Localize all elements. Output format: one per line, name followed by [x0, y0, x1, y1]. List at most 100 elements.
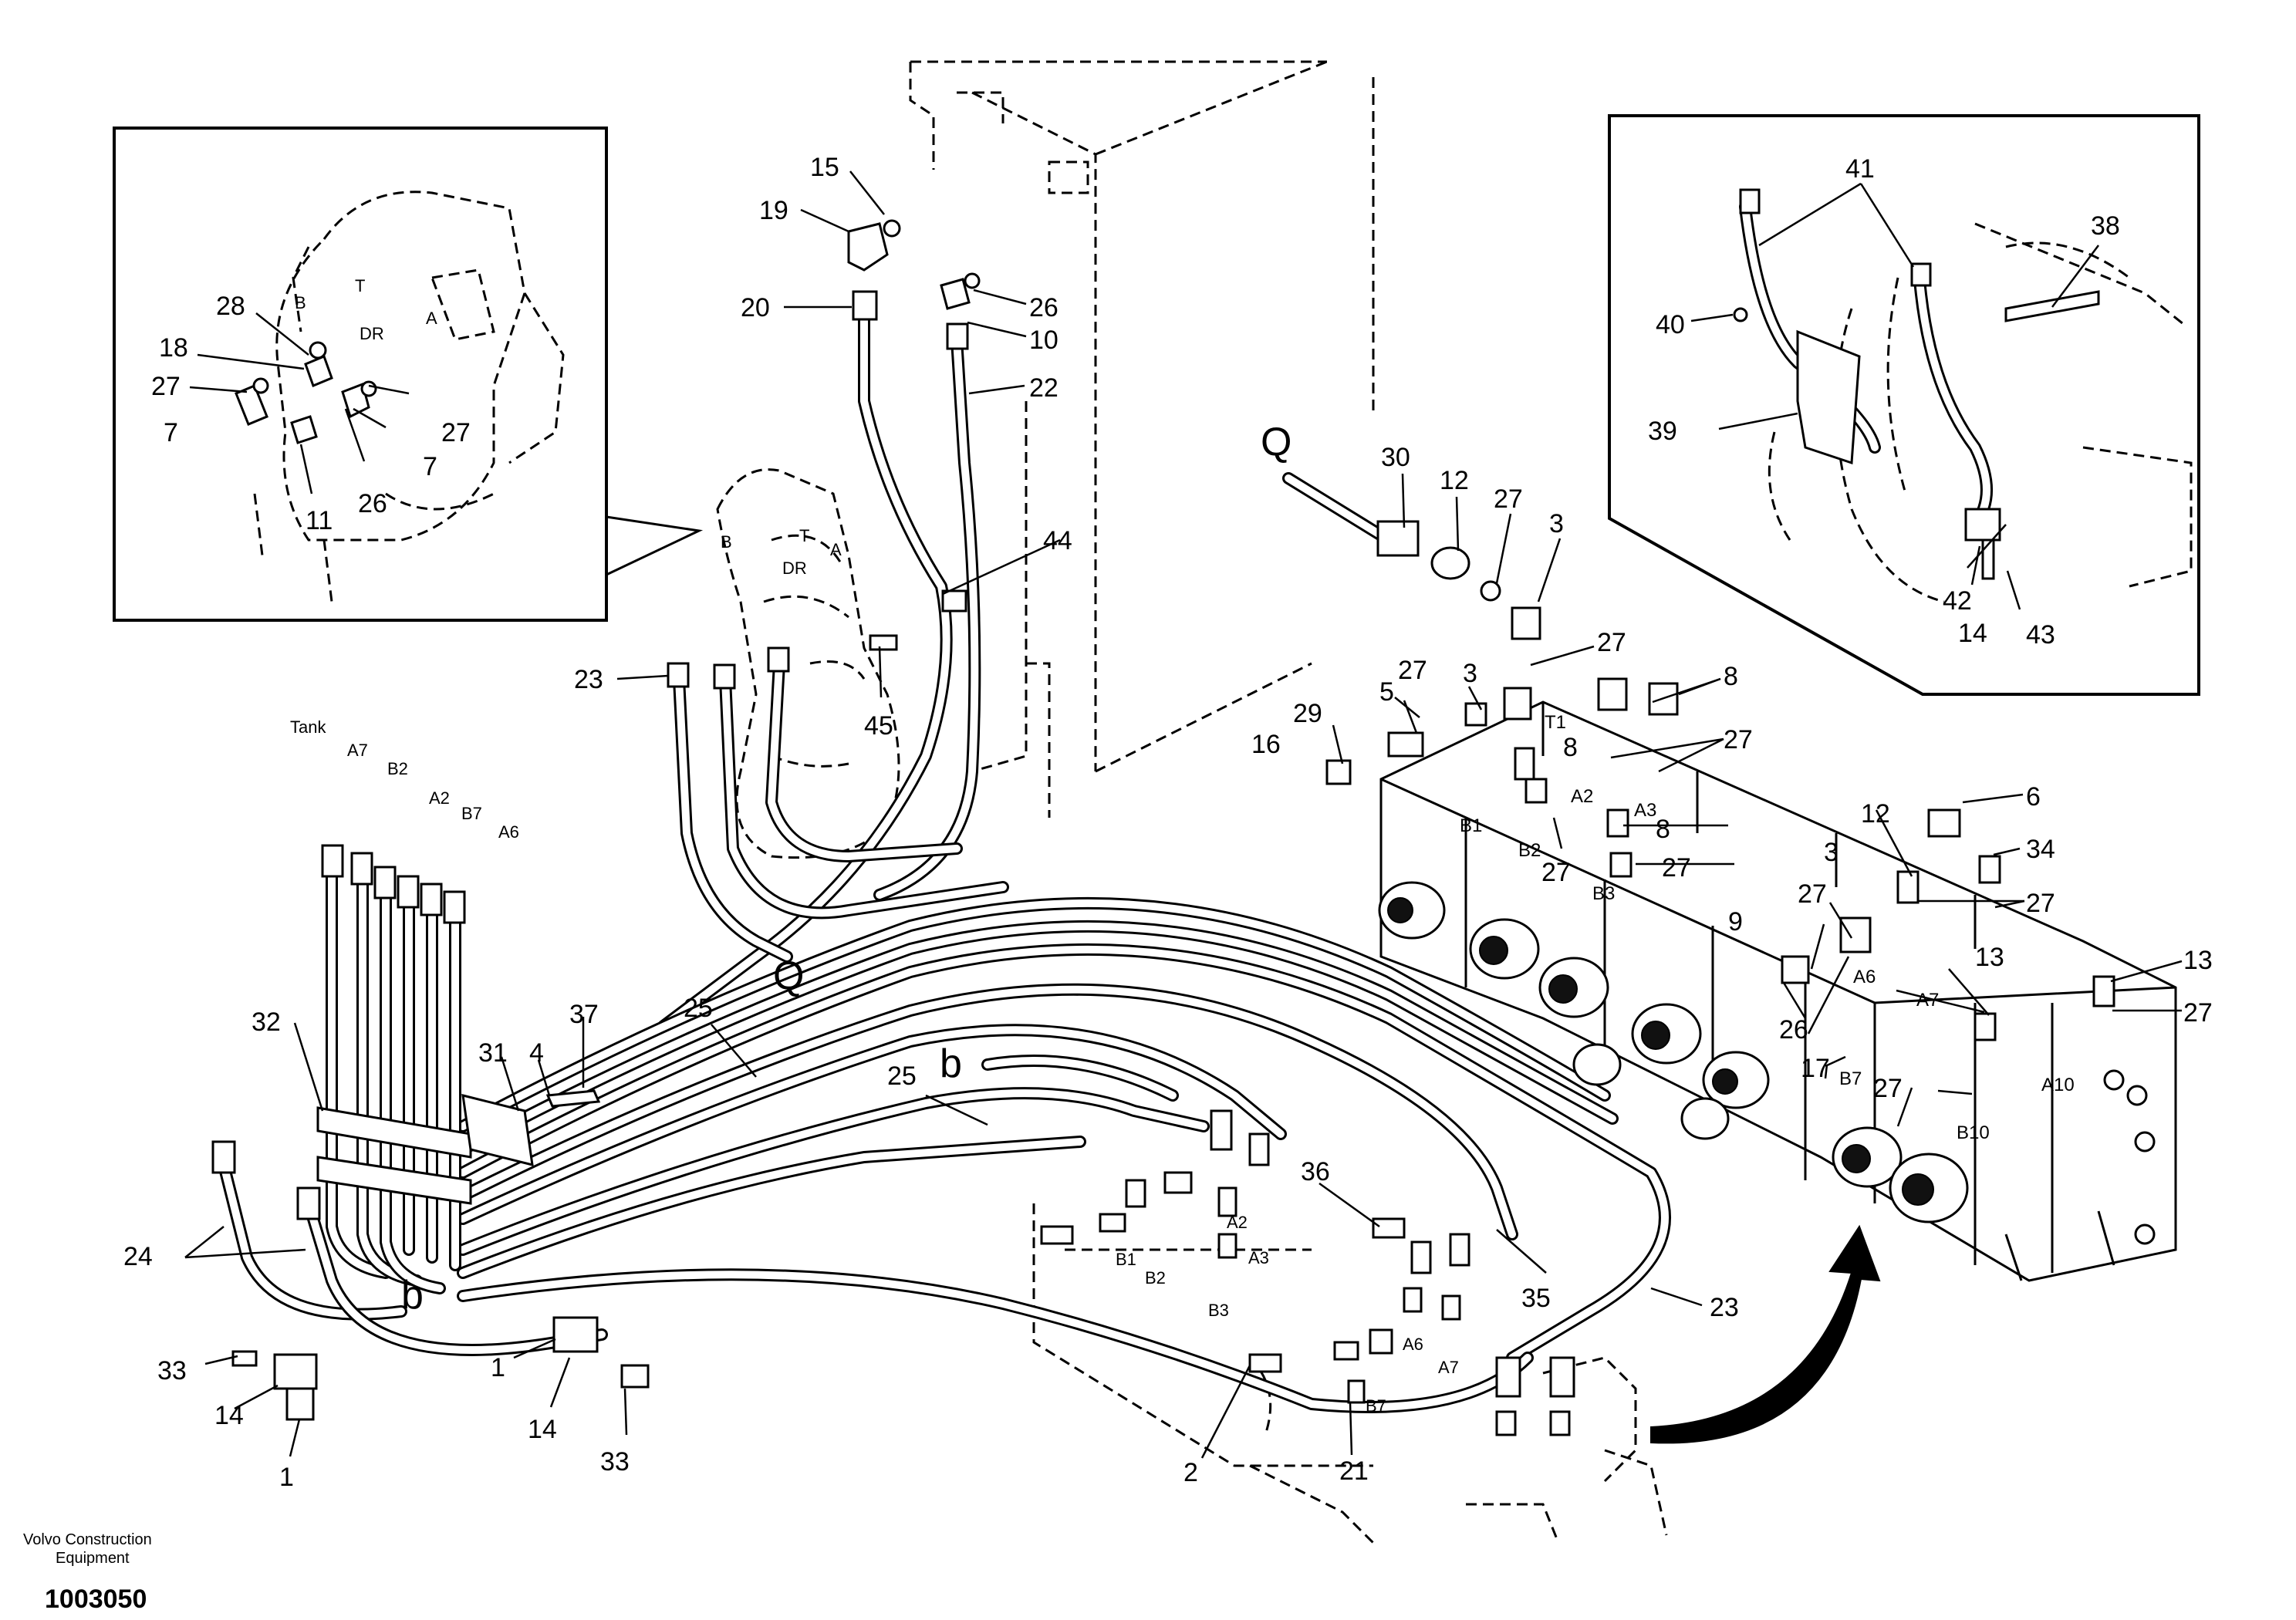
connection-q-label: Q: [1261, 420, 1292, 464]
part-callout: 45: [864, 711, 893, 741]
footer: Volvo Construction Equipment 1003050: [23, 1531, 152, 1614]
part-callout: 34: [2026, 835, 2055, 864]
part-callout: 8: [1724, 662, 1738, 691]
part-callout: 27: [151, 372, 181, 401]
part-callout: 14: [1958, 619, 1987, 648]
port-label: T1: [1545, 712, 1566, 733]
part-callout: 24: [123, 1242, 153, 1271]
part-callout: 21: [1339, 1456, 1369, 1486]
part-callout: 22: [1029, 373, 1059, 403]
part-callout: 3: [1463, 659, 1477, 688]
part-callout: 32: [252, 1007, 281, 1037]
part-callout: 13: [2183, 946, 2213, 975]
part-callout: 10: [1029, 326, 1059, 355]
part-callout: 43: [2026, 620, 2055, 650]
part-callout: 41: [1845, 154, 1875, 184]
part-callout: 40: [1656, 310, 1685, 339]
part-callout: 27: [1798, 879, 1827, 909]
motor-port-detail-inset: [113, 127, 704, 622]
part-callout: 12: [1440, 466, 1469, 495]
brand-line-2: Equipment: [56, 1550, 130, 1567]
part-callout: 4: [529, 1038, 544, 1068]
part-callout: 27: [441, 418, 471, 447]
part-callout: 26: [358, 489, 387, 518]
part-callout: 3: [1824, 838, 1838, 867]
part-callouts: 15 19 20 26 10 22 44 23 45 28 18 27 7 27…: [123, 153, 2213, 1492]
part-callout: 14: [214, 1401, 244, 1430]
hose-fittings: [211, 219, 1575, 1436]
port-label: B7: [1839, 1068, 1862, 1089]
port-label: B10: [1957, 1122, 1990, 1143]
rotation-arrow: [1650, 1224, 1881, 1444]
part-callout: 27: [1873, 1074, 1903, 1103]
port-label: A7: [1916, 990, 1939, 1011]
part-callout: 27: [1541, 858, 1571, 887]
port-label: B1: [1116, 1250, 1136, 1269]
part-callout: 37: [569, 1000, 599, 1029]
part-callout: 44: [1043, 526, 1072, 555]
part-callout: 7: [164, 418, 178, 447]
port-label: B: [721, 532, 732, 552]
port-label: B2: [387, 759, 408, 778]
port-label: B7: [1366, 1396, 1386, 1416]
part-callout: 31: [478, 1038, 508, 1068]
manifold-plate-32: [316, 1106, 472, 1159]
port-label: A: [830, 540, 842, 559]
port-label: A: [426, 309, 437, 328]
part-callout: 26: [1029, 293, 1059, 322]
part-callout: 27: [1597, 628, 1626, 657]
port-label: A2: [1227, 1213, 1248, 1232]
part-callout: 27: [1398, 656, 1427, 685]
connection-b-label: b: [940, 1041, 962, 1086]
port-labels: B T DR A B T DR A Tank A7 B2 A2 B7 A6 B1…: [290, 276, 2075, 1416]
figure-number: 1003050: [45, 1585, 147, 1614]
clamp-detail-inset: [1608, 114, 2200, 696]
hose-bundle: [218, 310, 1671, 1413]
part-callout: 29: [1293, 699, 1322, 728]
part-callout: 3: [1549, 509, 1564, 538]
part-callout: 11: [306, 506, 333, 535]
part-callout: 30: [1381, 443, 1410, 472]
part-callout: 14: [528, 1415, 557, 1444]
port-label: B3: [1592, 883, 1615, 904]
part-callout: 17: [1801, 1054, 1830, 1083]
part-callout: 26: [1779, 1015, 1808, 1045]
port-label: B2: [1145, 1268, 1166, 1288]
port-label: A6: [1403, 1335, 1423, 1354]
part-callout: 39: [1648, 417, 1677, 446]
port-label: B2: [1518, 840, 1541, 861]
port-label: DR: [782, 559, 807, 578]
part-callout: 5: [1379, 677, 1394, 707]
part-callout: 6: [2026, 782, 2041, 812]
part-callout: 27: [1724, 725, 1753, 754]
port-label: B3: [1208, 1301, 1229, 1320]
part-callout: 25: [887, 1061, 917, 1091]
part-callout: 33: [600, 1447, 630, 1477]
part-callout: 36: [1301, 1157, 1330, 1186]
part-callout: 33: [157, 1356, 187, 1385]
port-label: T: [799, 526, 809, 545]
part-callout: 35: [1521, 1284, 1551, 1313]
connection-q-label: Q: [773, 953, 804, 998]
part-callout: 19: [759, 196, 788, 225]
port-label: DR: [360, 324, 384, 343]
port-label: A7: [347, 741, 368, 760]
part-callout: 15: [810, 153, 839, 182]
port-label: T: [355, 276, 365, 295]
port-label: A7: [1438, 1358, 1459, 1377]
part-callout: 9: [1728, 907, 1743, 937]
part-callout: 42: [1943, 586, 1972, 616]
part-callout: 1: [279, 1463, 294, 1492]
connection-symbols: Q Q b b: [401, 420, 1292, 1318]
port-label: A6: [498, 822, 519, 842]
part-callout: 27: [1494, 484, 1523, 514]
part-callout: 2: [1183, 1458, 1198, 1487]
control-valve-block: [1282, 472, 2177, 1444]
port-label: A2: [429, 788, 450, 808]
part-callout: 1: [491, 1353, 505, 1382]
port-label: A3: [1634, 800, 1656, 821]
part-callout: 18: [159, 333, 188, 363]
port-label: A2: [1571, 786, 1593, 807]
part-callout: 27: [2183, 998, 2213, 1028]
